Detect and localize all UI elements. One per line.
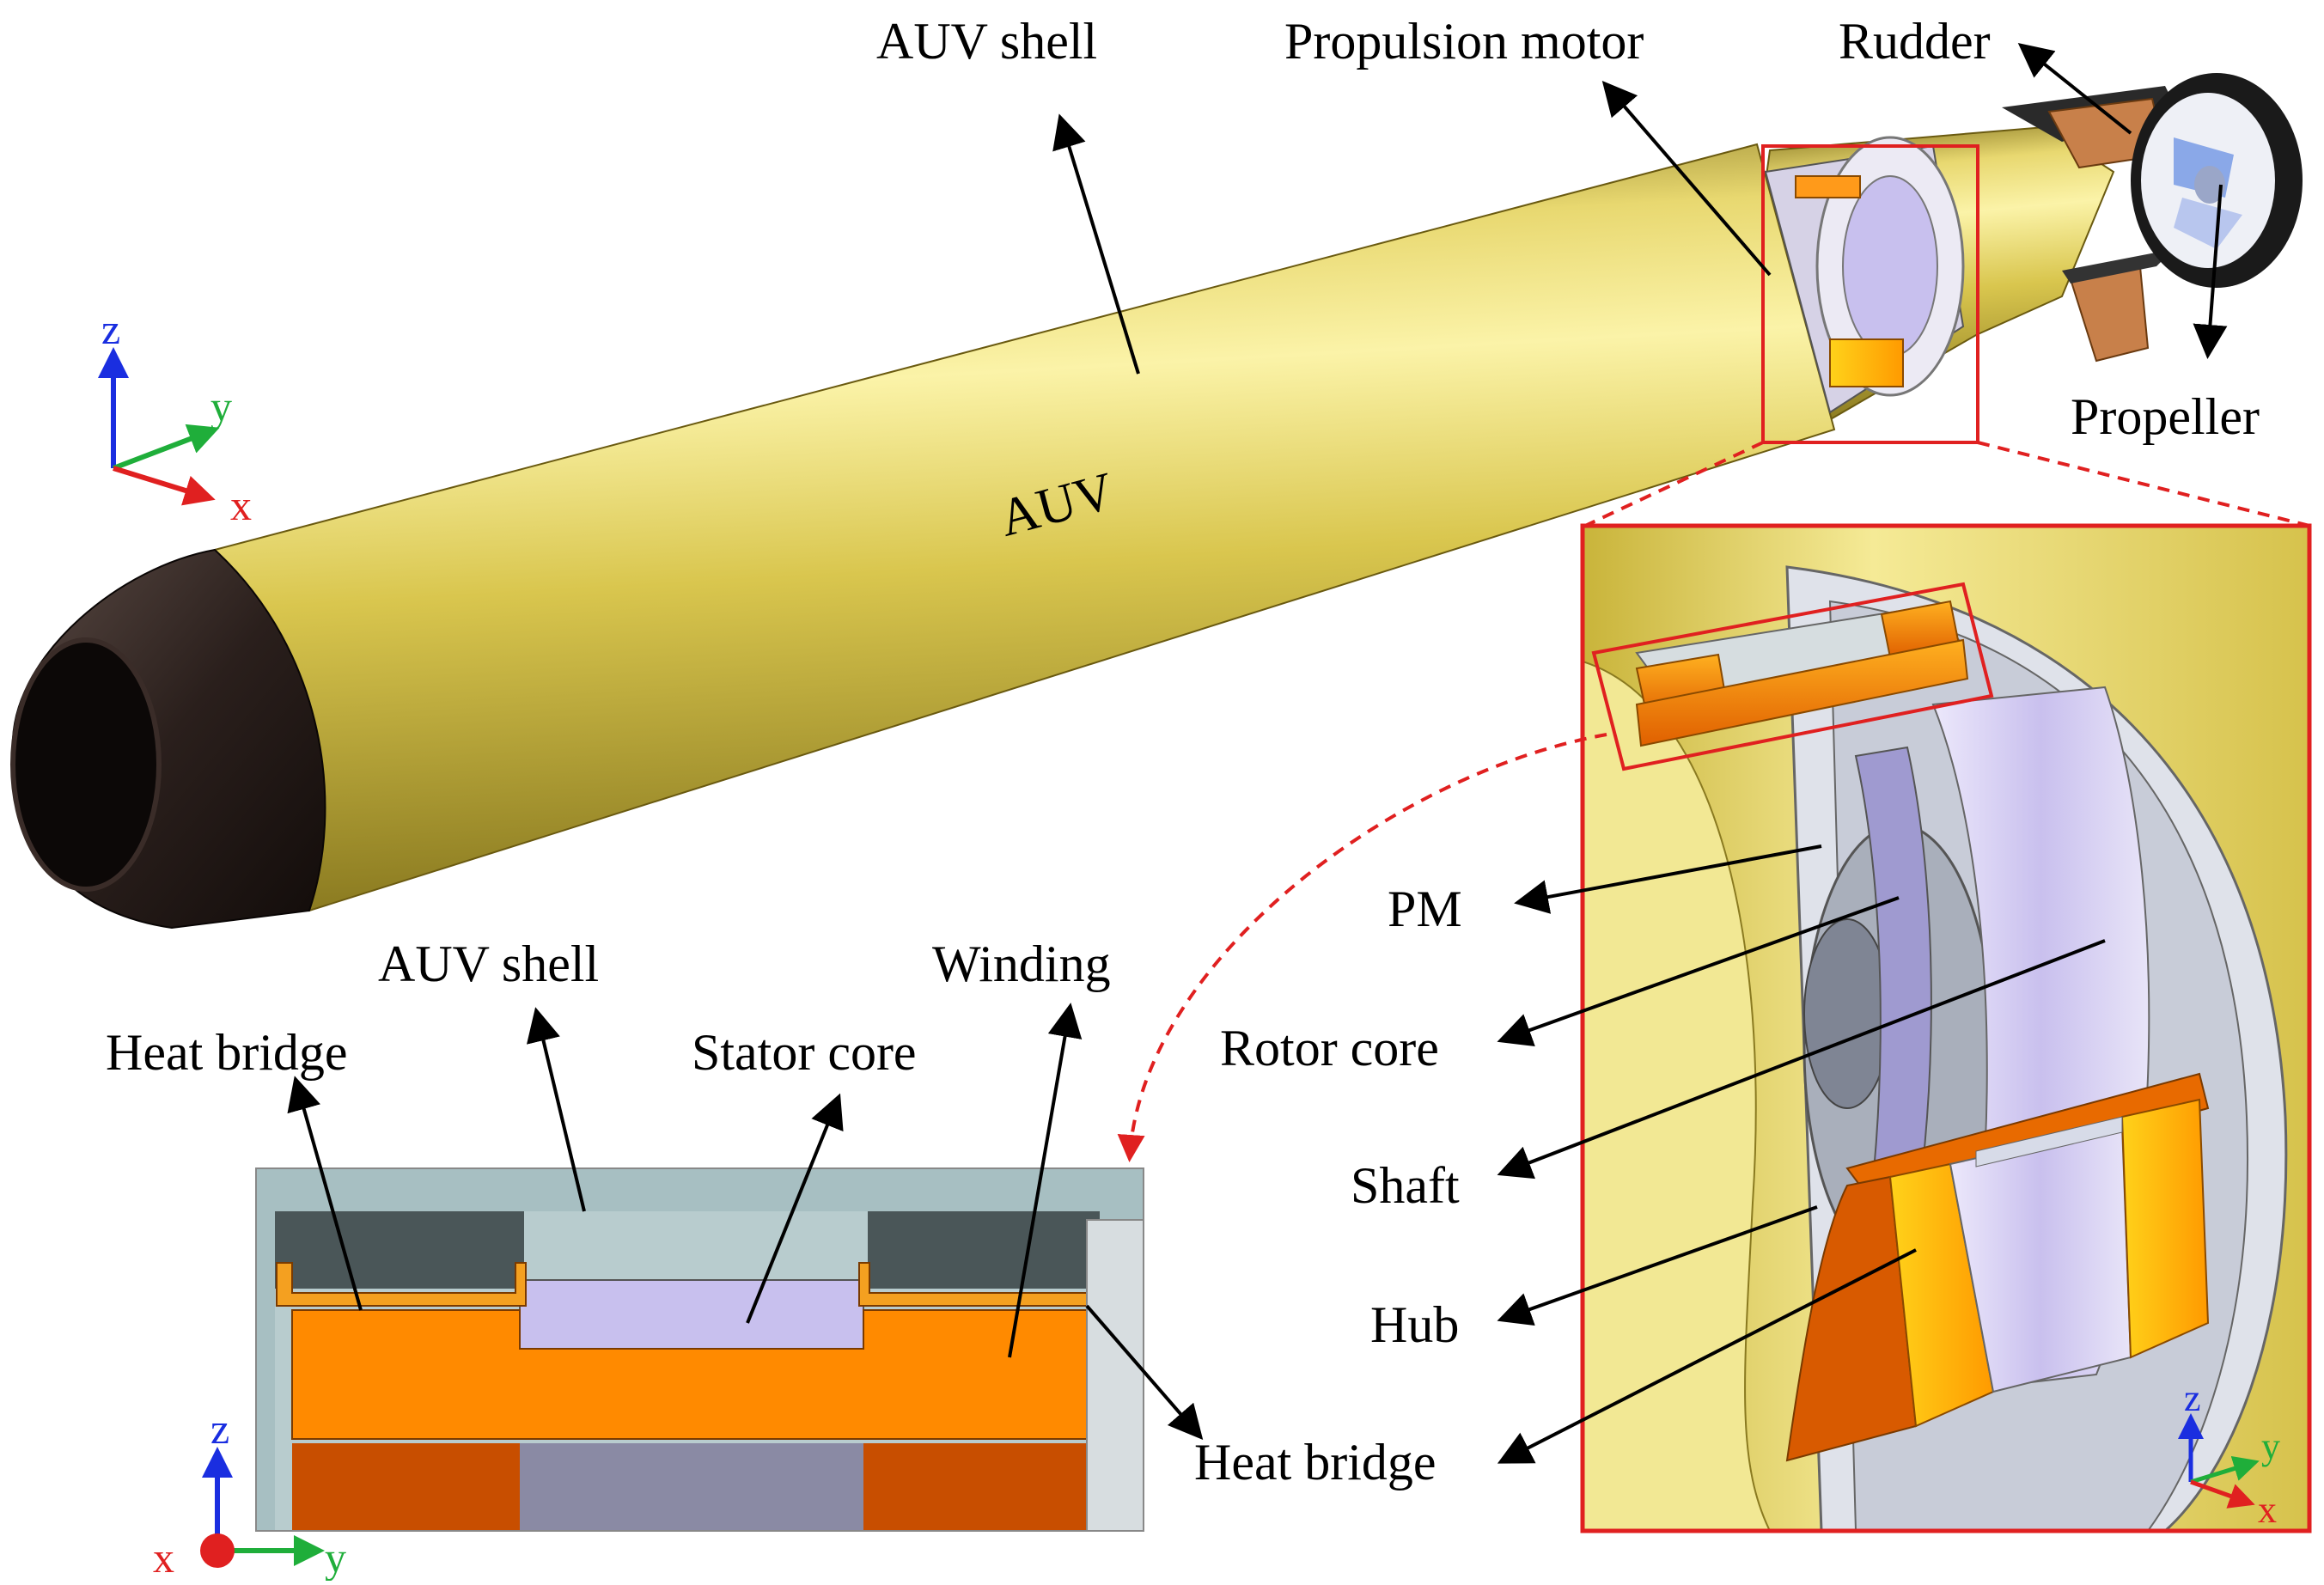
- auv-body: AUV: [10, 73, 2303, 930]
- label-propeller: Propeller: [2071, 388, 2260, 445]
- arrow-shaft: [1497, 939, 2106, 1180]
- axis-section-z: z: [210, 1405, 229, 1453]
- arrow-heat-bridge-top: [287, 1076, 363, 1311]
- axis-zoom-x: x: [2258, 1489, 2277, 1531]
- axis-zoom-y: y: [2261, 1425, 2280, 1467]
- label-rudder: Rudder: [1839, 13, 1991, 70]
- axis-triad-section: z y x: [153, 1405, 346, 1582]
- zoom-panel: [1583, 526, 2309, 1531]
- label-auv-shell-section: AUV shell: [378, 936, 599, 992]
- axis-triad-zoom: z y x: [2178, 1377, 2280, 1531]
- motor-cutaway: [1764, 136, 1965, 414]
- arrow-pm: [1514, 844, 1822, 914]
- arrow-stator-core: [746, 1093, 844, 1324]
- arrow-propeller: [2193, 184, 2228, 359]
- zoom-connector-right: [1977, 441, 2310, 527]
- winding-highlight-box: [1591, 582, 1994, 771]
- arrow-heat-bridge-zoom: [1497, 1248, 1917, 1464]
- arrow-rudder: [2017, 43, 2132, 135]
- cross-section: [256, 1168, 1144, 1531]
- label-winding: Winding: [932, 936, 1111, 992]
- label-stator-core: Stator core: [692, 1024, 917, 1081]
- arrow-auv-shell-top: [1052, 113, 1140, 375]
- axis-main-x: x: [230, 481, 252, 529]
- axis-section-y: y: [325, 1533, 346, 1581]
- axis-triad-main: z y x: [98, 305, 252, 529]
- label-auv-shell-top: AUV shell: [876, 13, 1097, 70]
- axis-section-x: x: [153, 1533, 174, 1581]
- arrow-winding: [1008, 1003, 1083, 1358]
- axis-zoom-z: z: [2184, 1377, 2201, 1419]
- arrow-propulsion-motor: [1601, 80, 1772, 277]
- arrow-hub: [1497, 1205, 1818, 1326]
- label-heat-bridge-bottom: Heat bridge: [1194, 1434, 1436, 1491]
- propeller-assembly: [2131, 73, 2303, 288]
- section-connector-arrow: [1117, 733, 1607, 1162]
- label-shaft: Shaft: [1351, 1157, 1460, 1214]
- zoom-panel-frame: [1580, 523, 2312, 1533]
- label-rotor-core: Rotor core: [1220, 1020, 1439, 1076]
- label-heat-bridge-top: Heat bridge: [106, 1024, 348, 1081]
- arrow-auv-shell-section: [526, 1007, 586, 1212]
- motor-highlight-box: [1761, 144, 1979, 444]
- arrow-rotor-core: [1497, 896, 1900, 1047]
- label-propulsion-motor: Propulsion motor: [1284, 13, 1644, 70]
- annotation-arrows: [287, 43, 2228, 1464]
- label-hub: Hub: [1370, 1296, 1459, 1353]
- nose-opening: [10, 637, 162, 892]
- label-pm: PM: [1388, 881, 1462, 937]
- cross-section-frame: [255, 1167, 1144, 1532]
- axis-main-y: y: [210, 382, 232, 430]
- axis-main-z: z: [101, 305, 120, 353]
- arrow-heat-bridge-section: [1085, 1304, 1204, 1441]
- labels: AUV shell Propulsion motor Rudder Propel…: [106, 13, 2260, 1491]
